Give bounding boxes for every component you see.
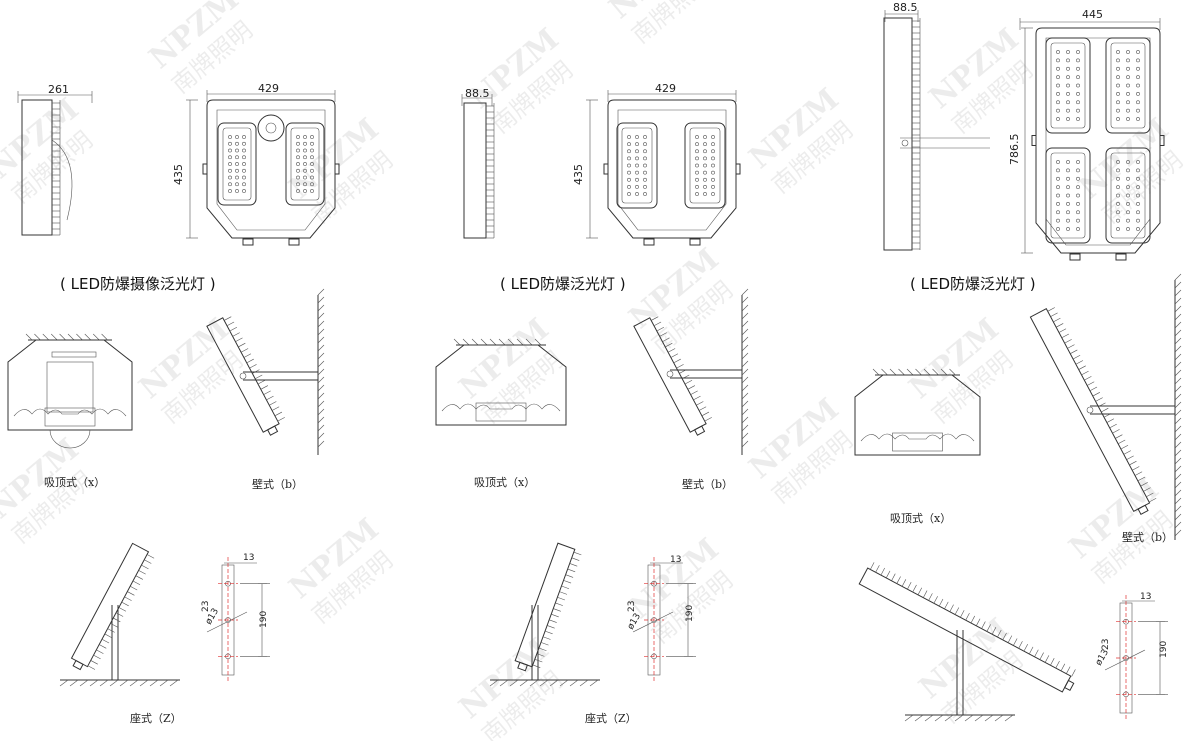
bracket-thickness: 13: [670, 555, 681, 565]
lamp-body: [633, 316, 712, 436]
bracket-spacing: 190: [1159, 641, 1169, 658]
bracket-offset: 23: [627, 601, 637, 612]
mount-wall-label: 壁式（b）: [252, 477, 303, 491]
bracket-spacing: 190: [259, 611, 269, 628]
front-dims: [1019, 18, 1161, 254]
front-height-dim: 435: [572, 164, 585, 185]
bracket-plate: [206, 557, 270, 683]
mount-wall-label: 壁式（b）: [682, 477, 733, 491]
mount-ceiling-label: 吸顶式（x）: [890, 512, 951, 525]
lamp-body: [514, 542, 582, 672]
side-dims: [461, 94, 493, 106]
front-width-dim: 445: [1082, 8, 1103, 21]
front-height-dim: 435: [172, 164, 185, 185]
side-width-dim: 88.5: [893, 1, 918, 14]
front-view: [1031, 27, 1165, 261]
side-dims: [884, 10, 990, 149]
front-dims: [586, 90, 737, 239]
side-view: [21, 99, 61, 236]
side-dims: [17, 91, 93, 221]
front-view: [603, 99, 741, 246]
mount-seat-label: 座式（Z）: [585, 711, 637, 725]
product-1: 261 429 435 ( LED防爆摄像泛光灯 ) 吸顶式（x） 壁式（b） …: [44, 82, 303, 725]
front-view: [202, 99, 340, 246]
product-caption: ( LED防爆泛光灯 ): [910, 275, 1036, 293]
front-width-dim: 429: [655, 82, 676, 95]
ceiling-mount-drawing: [435, 338, 567, 426]
lamp-body: [858, 562, 1076, 693]
seat-mount-drawing: [59, 542, 180, 687]
bracket-offset: 23: [201, 601, 211, 612]
wall-mount-drawing: [633, 288, 749, 455]
seat-mount-drawing: [858, 562, 1076, 722]
bracket-spacing: 190: [685, 605, 695, 622]
front-height-dim: 786.5: [1008, 134, 1021, 166]
product-caption: ( LED防爆摄像泛光灯 ): [60, 275, 216, 293]
front-dims: [186, 90, 336, 239]
lamp-body: [70, 542, 155, 671]
bracket-plate: [632, 557, 696, 683]
product-caption: ( LED防爆泛光灯 ): [500, 275, 626, 293]
bracket-thickness: 13: [1140, 592, 1151, 602]
side-width-dim: 88.5: [465, 87, 490, 100]
ceiling-mount-drawing: [854, 368, 981, 456]
side-view: [463, 102, 495, 239]
mount-ceiling-label: 吸顶式（x）: [44, 476, 105, 489]
mount-wall-label: 壁式（b）: [1122, 530, 1173, 544]
bracket-offset: 23: [1101, 639, 1111, 650]
side-view: [883, 17, 921, 251]
front-width-dim: 429: [258, 82, 279, 95]
ceiling-mount-drawing: [7, 333, 133, 449]
wall-mount-drawing: [206, 288, 325, 455]
line-art: [7, 10, 1182, 722]
bracket-plate: [1104, 595, 1168, 721]
side-width-dim: 261: [48, 83, 69, 96]
seat-mount-drawing: [489, 542, 600, 687]
wall-mount-drawing: [1029, 273, 1182, 540]
mount-seat-label: 座式（Z）: [130, 711, 182, 725]
lamp-body: [1029, 307, 1157, 515]
bracket-thickness: 13: [243, 553, 254, 563]
mount-ceiling-label: 吸顶式（x）: [474, 476, 535, 489]
